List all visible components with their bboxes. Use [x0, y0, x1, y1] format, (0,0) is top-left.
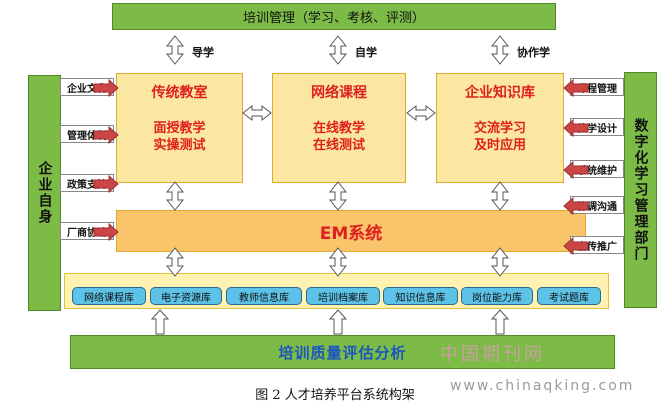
arrow-icon [242, 105, 272, 121]
arrow-icon [406, 105, 436, 121]
database-item: 岗位能力库 [461, 287, 533, 305]
arrow-icon [329, 247, 347, 277]
guide-label: 导学 [192, 46, 214, 59]
arrow-icon [93, 126, 119, 144]
arrow-icon [166, 247, 184, 277]
database-item: 网络课程库 [72, 287, 146, 305]
database-item: 教师信息库 [226, 287, 302, 305]
enterprise-knowledge-box: 企业知识库 交流学习及时应用 [436, 73, 564, 183]
arrow-icon [563, 79, 589, 97]
watermark-text: 中国期刊网 [440, 344, 545, 365]
self-study-label: 自学 [355, 46, 377, 59]
traditional-classroom-box: 传统教室 面授教学实操测试 [116, 73, 243, 183]
arrow-icon [563, 119, 589, 137]
watermark-url: www.chinaqking.com [450, 378, 635, 394]
arrow-icon [329, 35, 347, 65]
arrow-icon [329, 309, 347, 335]
box-title: 企业知识库 [465, 85, 535, 101]
arrow-icon [563, 161, 589, 179]
box-title: 传统教室 [151, 85, 208, 101]
figure-caption: 图 2 人才培养平台系统构架 [255, 388, 415, 403]
arrow-icon [563, 237, 589, 255]
cooperative-label: 协作学 [517, 46, 550, 59]
enterprise-self-bar: 企业自身 [28, 75, 61, 311]
database-item: 电子资源库 [150, 287, 222, 305]
database-item: 考试题库 [537, 287, 601, 305]
arrow-icon [491, 181, 509, 211]
quality-evaluation-bar: 培训质量评估分析 [70, 335, 615, 369]
arrow-icon [151, 309, 169, 335]
arrow-icon [93, 79, 119, 97]
arrow-icon [491, 35, 509, 65]
database-item: 知识信息库 [383, 287, 458, 305]
em-system-box: EM系统 [116, 210, 586, 252]
arrow-icon [329, 181, 347, 211]
arrow-icon [93, 223, 119, 241]
arrow-icon [166, 181, 184, 211]
arrow-icon [491, 309, 509, 335]
arrow-icon [93, 175, 119, 193]
training-management-bar: 培训管理（学习、考核、评测） [112, 3, 556, 30]
arrow-icon [166, 35, 184, 65]
box-title: 网络课程 [311, 85, 367, 101]
online-course-box: 网络课程 在线教学在线测试 [272, 73, 406, 183]
arrow-icon [563, 197, 589, 215]
box-text: 交流学习及时应用 [473, 121, 526, 153]
box-text: 在线教学在线测试 [312, 121, 365, 153]
digital-learning-dept-bar: 数字化学习管理部门 [624, 72, 657, 308]
database-item: 培训档案库 [306, 287, 380, 305]
arrow-icon [491, 247, 509, 277]
box-text: 面授教学实操测试 [153, 121, 206, 153]
